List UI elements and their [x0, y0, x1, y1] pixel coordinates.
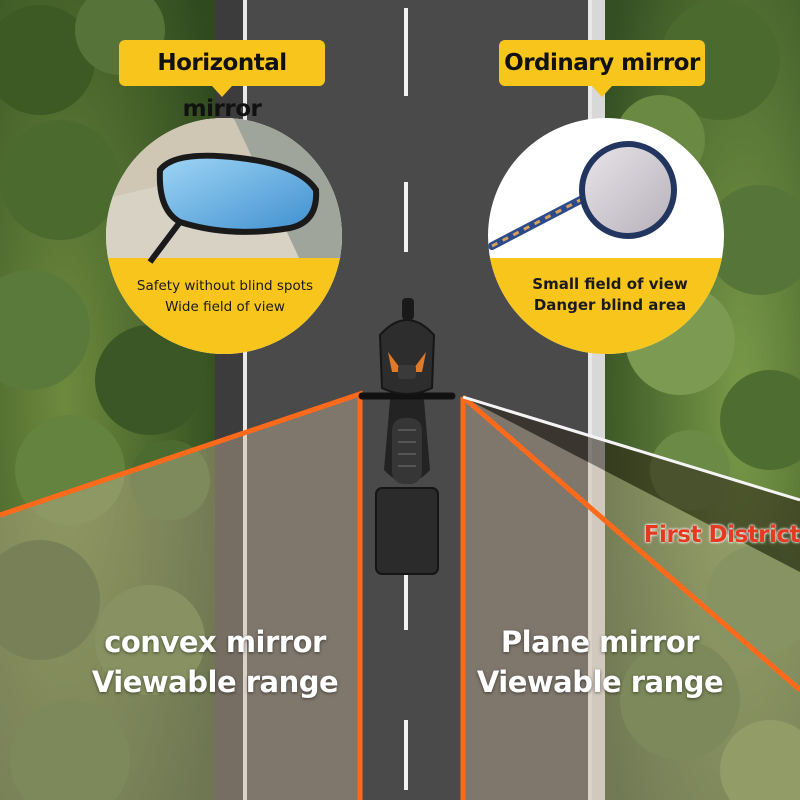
ordinary-mirror-caption: Small field of view Danger blind area [490, 274, 730, 316]
range-line: Viewable range [91, 665, 339, 699]
range-line: convex mirror [104, 625, 326, 659]
horizontal-mirror-caption: Safety without blind spots Wide field of… [105, 276, 345, 318]
caption-line: Danger blind area [533, 296, 687, 314]
caption-line: Safety without blind spots [136, 278, 314, 294]
caption-line: Small field of view [532, 275, 688, 293]
range-line: Plane mirror [500, 625, 700, 659]
horizontal-mirror-label: Horizontal mirror [119, 40, 325, 122]
plane-range-text: Plane mirror Viewable range [445, 622, 755, 702]
convex-range-text: convex mirror Viewable range [60, 622, 370, 702]
caption-line: Wide field of view [165, 299, 285, 315]
range-line: Viewable range [476, 665, 724, 699]
ordinary-mirror-label: Ordinary mirror [499, 40, 705, 97]
plane-range [460, 395, 800, 800]
scooter [358, 298, 456, 575]
first-district-label: First District [643, 522, 800, 548]
